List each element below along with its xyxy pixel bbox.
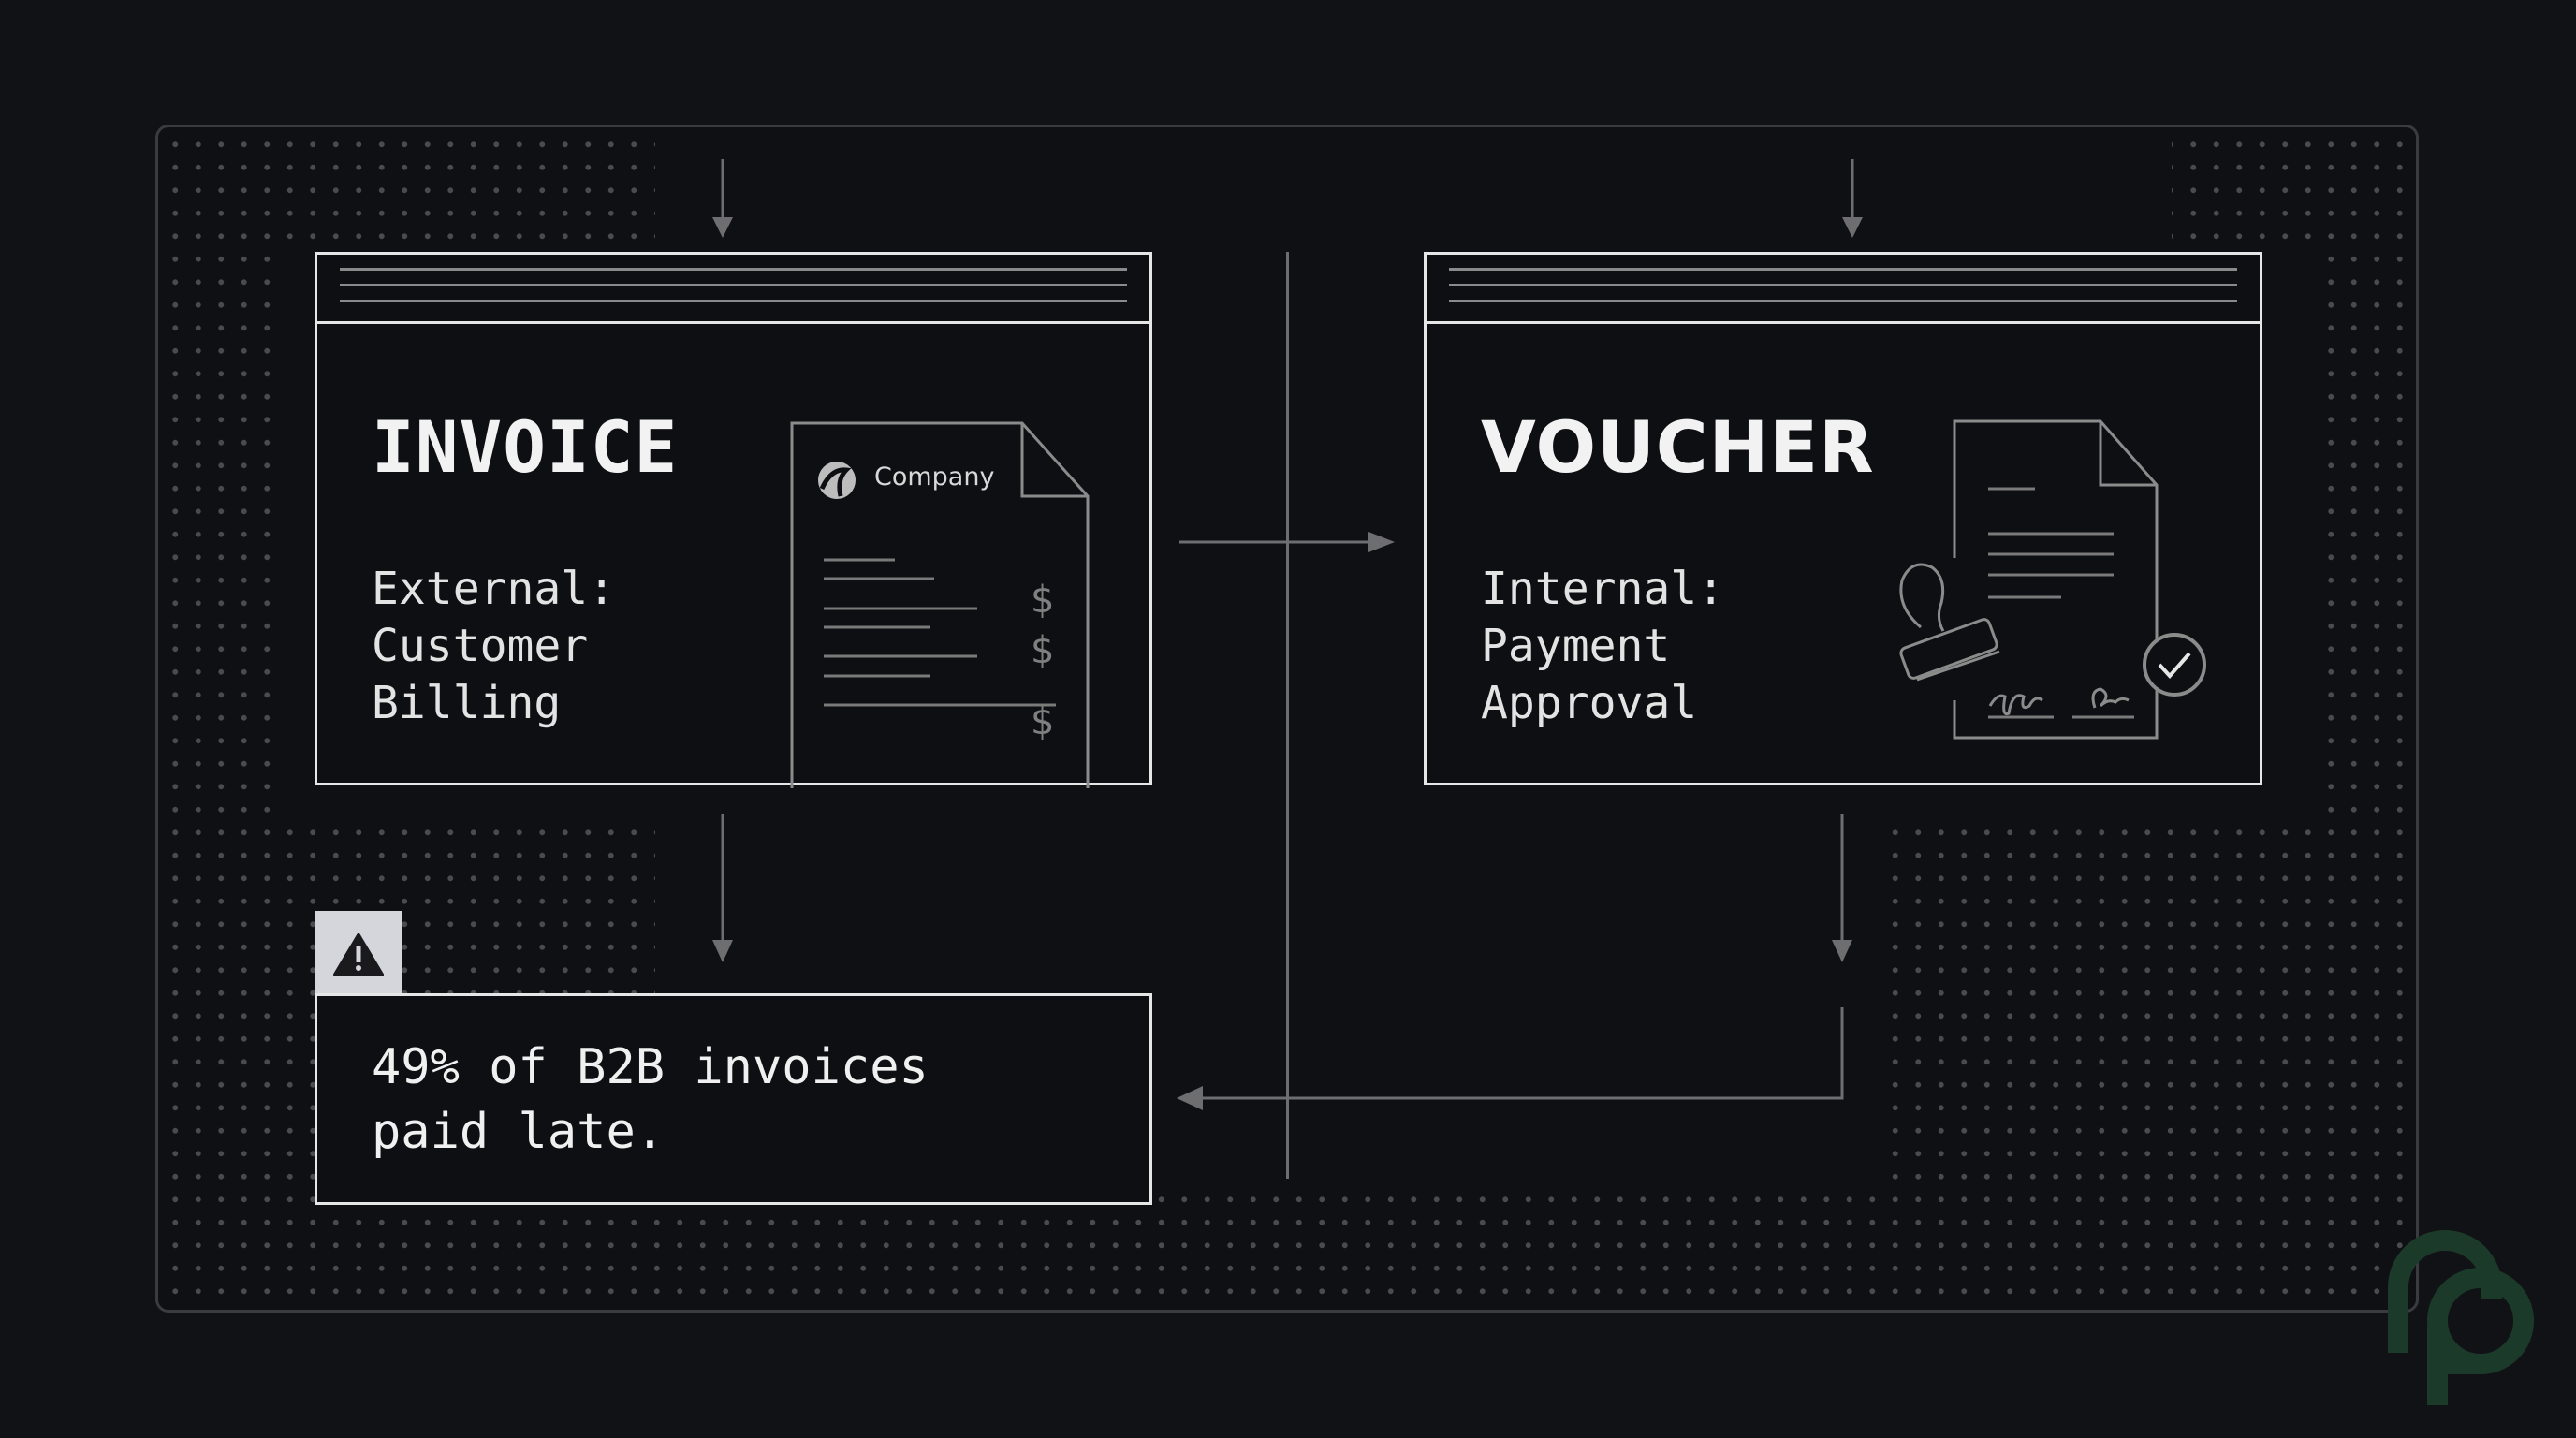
invoice-document-icon [790,421,1090,788]
arrow-down-voucher-icon [1842,159,1863,238]
header-rule [1449,268,2237,271]
arrow-right-icon [1179,532,1395,552]
header-rule [340,300,1127,302]
company-logo-icon [818,462,856,499]
invoice-title: INVOICE [372,405,679,489]
stat-callout: 49% of B2B invoices paid late. [315,993,1152,1205]
voucher-title: VOUCHER [1481,405,1875,489]
invoice-card: INVOICE External: Customer Billing Compa… [315,252,1152,788]
signature-icon [1988,694,2043,716]
invoice-subtitle: External: Customer Billing [372,563,616,729]
dollar-sign-icon: $ [1031,700,1055,743]
brand-logo-icon [2388,1230,2534,1405]
voucher-card-header [1427,255,2260,324]
dot-mask-top-center [655,134,2172,246]
arrow-down-to-stat-icon [712,814,733,962]
header-rule [340,284,1127,286]
dollar-sign-icon: $ [1031,579,1055,622]
header-rule [1449,300,2237,302]
rubber-stamp-icon [1899,563,2000,682]
stat-text: 49% of B2B invoices paid late. [372,1039,929,1160]
dollar-sign-icon: $ [1031,629,1055,672]
signed-document-with-stamp-icon [1899,419,2206,740]
invoice-card-header [317,255,1149,324]
company-label: Company [874,462,995,492]
voucher-card: VOUCHER Internal: Payment Approval [1424,252,2262,785]
signature-icon [2091,687,2130,709]
header-rule [1449,284,2237,286]
header-rule [340,268,1127,271]
warning-tab [315,911,402,993]
return-arrow-icon [1177,1007,1844,1110]
warning-triangle-icon [333,933,384,976]
arrow-down-voucher-out-icon [1832,814,1852,962]
center-divider [1286,252,1289,1179]
voucher-subtitle: Internal: Payment Approval [1481,563,1725,729]
arrow-down-invoice-icon [712,159,733,238]
checkmark-circle-icon [2143,633,2206,697]
